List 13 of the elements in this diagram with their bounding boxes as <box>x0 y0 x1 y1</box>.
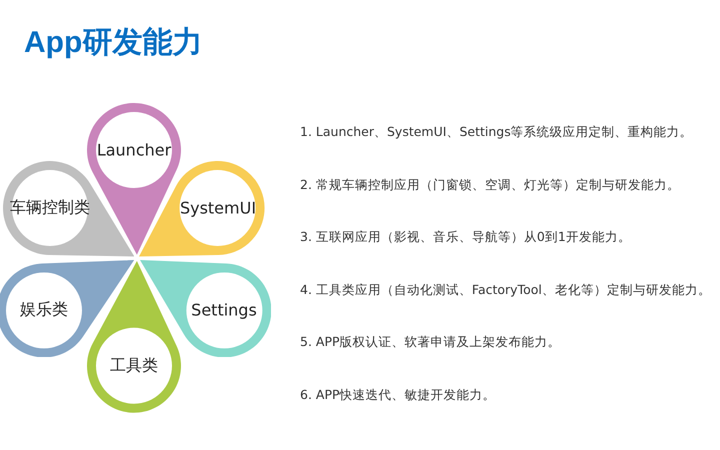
petal-label: 车辆控制类 <box>10 198 90 218</box>
petal-label: Launcher <box>96 140 172 160</box>
list-item: 1. Launcher、SystemUI、Settings等系统级应用定制、重构能力。 <box>300 124 693 141</box>
list-item: 4. 工具类应用（自动化测试、FactoryTool、老化等）定制与研发能力。 <box>300 282 711 298</box>
slide-title: App研发能力 <box>24 25 202 61</box>
list-item: 3. 互联网应用（影视、音乐、导航等）从0到1开发能力。 <box>300 229 631 246</box>
list-item: 2. 常规车辆控制应用（门窗锁、空调、灯光等）定制与研发能力。 <box>300 176 680 194</box>
petal-label: 娱乐类 <box>20 299 68 320</box>
petal-label: 工具类 <box>110 355 158 376</box>
list-item: 5. APP版权认证、软著申请及上架发布能力。 <box>300 334 561 351</box>
petal-label: Settings <box>191 300 257 320</box>
petal-label: SystemUI <box>180 198 256 218</box>
list-item: 6. APP快速迭代、敏捷开发能力。 <box>300 386 496 404</box>
